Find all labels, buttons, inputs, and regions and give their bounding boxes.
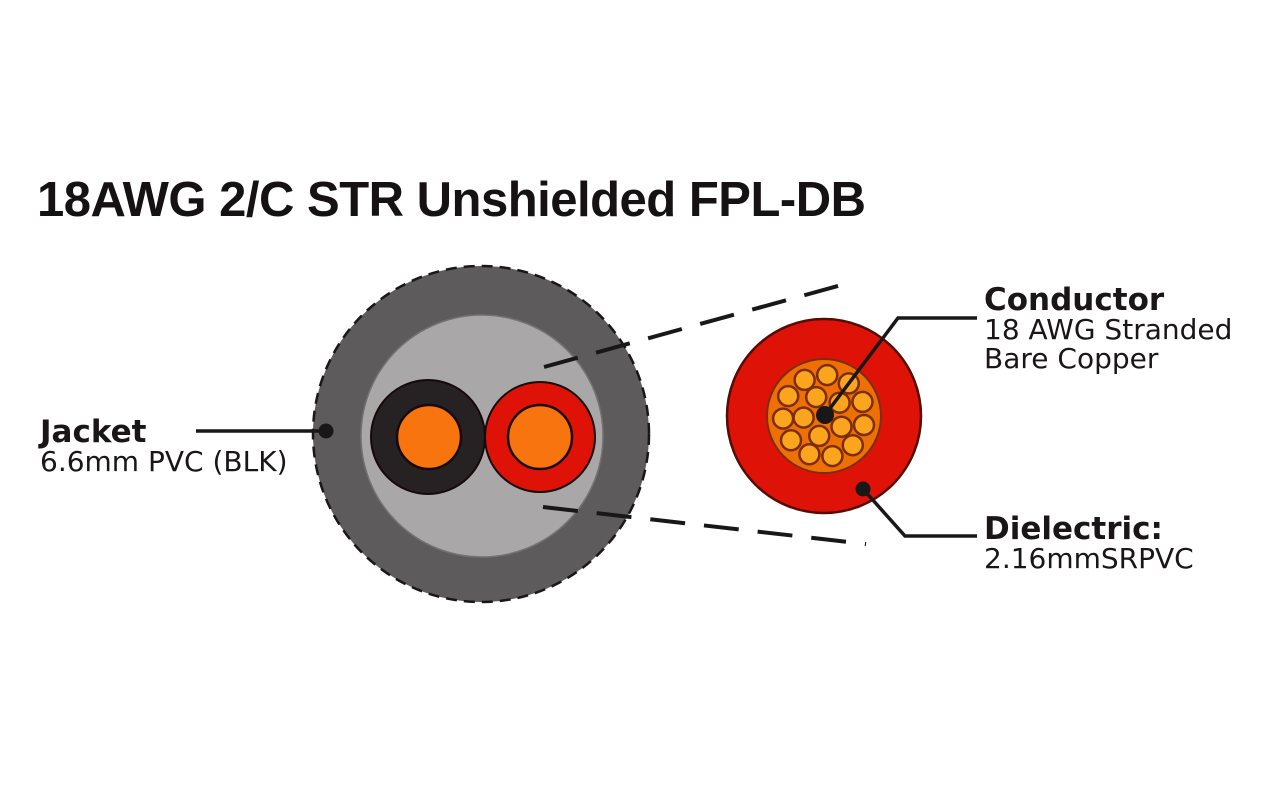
conductor-callout: Conductor 18 AWG Stranded Bare Copper xyxy=(984,282,1233,375)
conductor-label: Conductor xyxy=(984,282,1165,318)
copper-strand xyxy=(815,363,839,387)
black-wire-conductor-circle xyxy=(395,403,463,471)
copper-strand xyxy=(804,385,828,409)
dielectric-spec: 2.16mmSRPVC xyxy=(984,542,1194,575)
page-title: 18AWG 2/C STR Unshielded FPL-DB xyxy=(37,173,866,227)
red-wire-conductor-circle xyxy=(506,403,574,471)
copper-strand xyxy=(852,413,876,437)
strand-group xyxy=(771,363,876,468)
copper-strand xyxy=(779,429,803,452)
copper-strand xyxy=(798,443,821,466)
copper-strand xyxy=(792,406,815,429)
conductor-leader-line xyxy=(823,316,977,417)
copper-strand xyxy=(851,390,874,414)
dielectric-leader-line xyxy=(861,487,977,538)
jacket-anchor-dot xyxy=(318,423,334,439)
dielectric-label: Dielectric: xyxy=(984,511,1163,547)
jacket-label: Jacket xyxy=(40,414,147,450)
conductor-spec-line1: 18 AWG Stranded xyxy=(984,313,1233,346)
conductor-spec-line2: Bare Copper xyxy=(984,342,1159,375)
jacket-spec: 6.6mm PVC (BLK) xyxy=(40,445,288,478)
copper-strand xyxy=(776,384,800,408)
copper-strand xyxy=(771,407,795,430)
copper-strand xyxy=(821,444,844,468)
dielectric-callout: Dielectric: 2.16mmSRPVC xyxy=(984,511,1194,575)
copper-strand xyxy=(807,424,831,448)
copper-strand xyxy=(841,433,865,457)
zoom-guide-line-bottom xyxy=(542,505,867,546)
copper-strand xyxy=(793,368,816,392)
copper-strand xyxy=(830,415,853,438)
jacket-callout: Jacket 6.6mm PVC (BLK) xyxy=(40,414,288,478)
